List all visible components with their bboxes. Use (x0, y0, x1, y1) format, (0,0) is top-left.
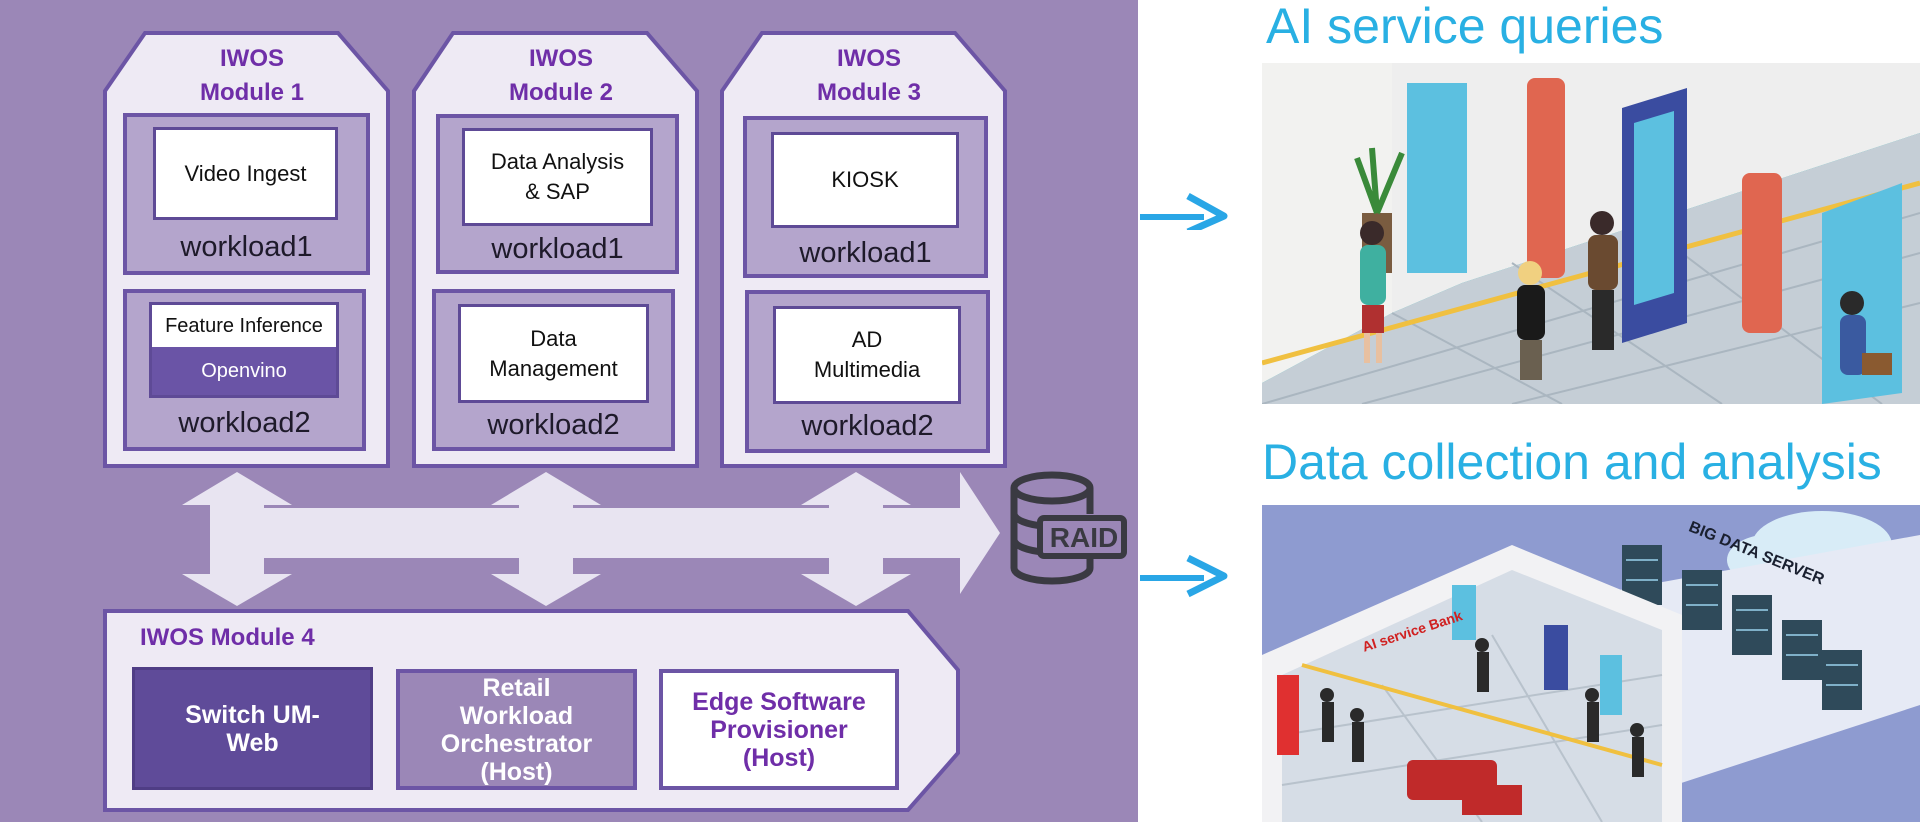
bank-lobby-illustration (1262, 63, 1920, 404)
module-3-workload2: AD Multimedia workload2 (745, 290, 990, 453)
big-data-illustration (1262, 505, 1920, 822)
right-arrow-icon (1140, 192, 1228, 230)
module-3-title: IWOS Module 3 (769, 42, 969, 110)
bus-arrows (182, 472, 1000, 606)
module-title-line: Module 3 (816, 79, 921, 106)
data-management-box: Data Management (458, 304, 649, 403)
vertical-arrow-2 (491, 472, 601, 606)
module-2-workload2: Data Management workload2 (432, 289, 675, 451)
architecture-panel: IWOS Module 1 Video Ingest workload1 Fea… (0, 0, 1138, 822)
module-3-workload1: KIOSK workload1 (743, 116, 988, 278)
workload-label: workload1 (799, 237, 932, 269)
data-collection-scene: AI service Bank BIG DATA SERVER (1262, 505, 1920, 822)
module-4-title: IWOS Module 4 (140, 624, 315, 651)
feature-inference-box: Feature Inference (152, 305, 336, 347)
module-1-title: IWOS Module 1 (152, 42, 352, 110)
raid-storage: RAID (1004, 466, 1134, 596)
module-title-line: Module 2 (508, 79, 613, 106)
video-ingest-box: Video Ingest (153, 127, 338, 220)
kiosk-box: KIOSK (771, 132, 959, 228)
retail-workload-orchestrator-box: Retail Workload Orchestrator (Host) (396, 669, 637, 790)
ai-service-queries-heading: AI service queries (1266, 0, 1664, 54)
openvino-box: Openvino (152, 347, 336, 395)
workload-label: workload2 (801, 410, 934, 442)
edge-software-provisioner-box: Edge Software Provisioner (Host) (659, 669, 899, 790)
module-2-title: IWOS Module 2 (461, 42, 661, 110)
right-arrow-icon (1140, 554, 1228, 598)
data-analysis-box: Data Analysis & SAP (462, 128, 653, 226)
workload-label: workload1 (180, 231, 313, 263)
switch-um-web-box: Switch UM- Web (132, 667, 373, 790)
module-title-line: Module 1 (199, 79, 304, 106)
workload-label: workload2 (178, 407, 311, 439)
module-title-line: IWOS (220, 45, 284, 72)
module-title-line: IWOS (837, 45, 901, 72)
module-1-workload1: Video Ingest workload1 (123, 113, 370, 275)
ai-service-scene (1262, 63, 1920, 404)
workload-label: workload2 (487, 409, 620, 441)
customer-figure (1517, 261, 1545, 380)
module-1-workload2: Feature Inference Openvino workload2 (123, 289, 366, 451)
module-2-workload1: Data Analysis & SAP workload1 (436, 114, 679, 274)
customer-figure (1588, 211, 1618, 350)
vertical-arrow-1 (182, 472, 292, 606)
feature-inference-stack: Feature Inference Openvino (149, 302, 339, 398)
vertical-arrow-3 (801, 472, 911, 606)
workload-label: workload1 (491, 233, 624, 265)
database-icon (1010, 471, 1127, 585)
raid-label: RAID (1049, 522, 1119, 553)
ad-multimedia-box: AD Multimedia (773, 306, 961, 404)
module-title-line: IWOS (529, 45, 593, 72)
data-collection-heading: Data collection and analysis (1262, 434, 1882, 490)
customer-figure (1360, 221, 1386, 363)
customer-figure (1840, 291, 1892, 375)
horizontal-bus-arrow (260, 472, 1000, 594)
